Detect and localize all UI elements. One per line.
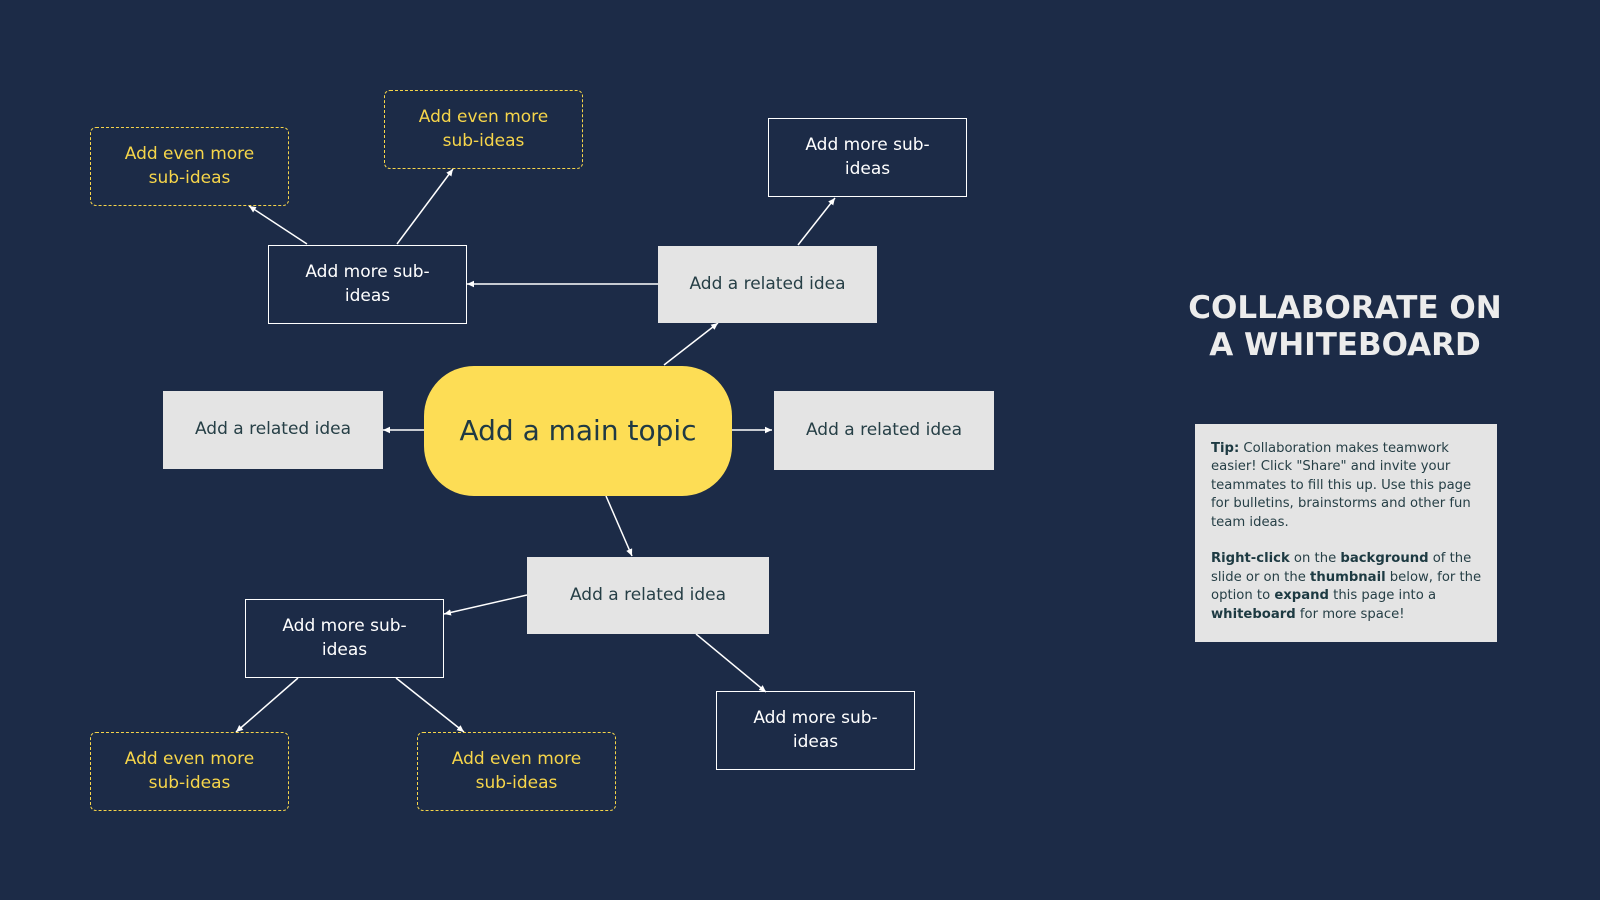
related-idea-bottom-node[interactable]: Add a related idea bbox=[527, 557, 769, 634]
tip-text-segment: of the slide or on the bbox=[1211, 551, 1472, 585]
page-title-line-2: A WHITEBOARD bbox=[1209, 326, 1481, 363]
sub-idea-bottom-right-label: Add more sub-ideas bbox=[753, 708, 878, 752]
connector-sub-bottom-left-to-even-c bbox=[235, 677, 299, 733]
even-more-sub-idea-node[interactable]: Add even more sub-ideas bbox=[417, 732, 616, 811]
tip-text-segment: below, for the option to bbox=[1211, 569, 1482, 604]
related-idea-right-label: Add a related idea bbox=[805, 419, 963, 440]
connector-related-bottom-to-sub-bottom-right bbox=[695, 633, 767, 693]
related-idea-top-label: Add a related idea bbox=[689, 273, 846, 294]
related-idea-left-node[interactable]: Add a related idea bbox=[163, 391, 383, 469]
tip-text-segment: Collaboration makes teamwork easier! Cli… bbox=[1211, 441, 1472, 530]
even-more-sub-idea-node[interactable]: Add even more sub-ideas bbox=[90, 732, 289, 811]
tip-text-segment: thumbnail bbox=[1310, 569, 1386, 585]
tip-paragraph-1: Tip: Collaboration makes teamwork easier… bbox=[1211, 440, 1483, 532]
related-idea-top-node[interactable]: Add a related idea bbox=[658, 246, 877, 323]
connector-sub-top-left-to-even-b bbox=[396, 168, 454, 245]
related-idea-right-node[interactable]: Add a related idea bbox=[774, 391, 994, 470]
even-more-sub-idea-label: Add even more sub-ideas bbox=[124, 749, 255, 793]
page-title-line-1: COLLABORATE ON bbox=[1188, 290, 1502, 326]
sub-idea-bottom-left-node[interactable]: Add more sub-ideas bbox=[245, 599, 444, 678]
sub-idea-top-left-label: Add more sub-ideas bbox=[305, 262, 430, 306]
sub-idea-bottom-right-node[interactable]: Add more sub-ideas bbox=[716, 691, 915, 770]
connector-sub-top-left-to-even-a bbox=[248, 205, 308, 245]
tip-text-segment: Right-click bbox=[1211, 551, 1290, 567]
connector-sub-bottom-left-to-even-d bbox=[395, 677, 465, 733]
tip-paragraph-2: Right-click on the background of the sli… bbox=[1211, 550, 1483, 624]
tip-text-segment: for more space! bbox=[1295, 606, 1405, 622]
tip-text-segment: background bbox=[1340, 551, 1429, 567]
even-more-sub-idea-node[interactable]: Add even more sub-ideas bbox=[90, 127, 289, 206]
sub-idea-bottom-left-label: Add more sub-ideas bbox=[282, 616, 407, 660]
even-more-sub-idea-label: Add even more sub-ideas bbox=[418, 107, 549, 151]
connector-related-top-to-sub-top-right bbox=[797, 197, 836, 246]
even-more-sub-idea-label: Add even more sub-ideas bbox=[451, 749, 582, 793]
tip-text-segment: on the bbox=[1289, 551, 1341, 567]
tip-text-segment: expand bbox=[1274, 588, 1329, 604]
main-topic-label: Add a main topic bbox=[459, 413, 697, 447]
sub-idea-top-right-label: Add more sub-ideas bbox=[805, 135, 930, 179]
related-idea-bottom-label: Add a related idea bbox=[569, 584, 727, 605]
related-idea-left-label: Add a related idea bbox=[194, 419, 352, 440]
tip-text-segment: Tip: bbox=[1211, 441, 1240, 456]
tip-card: Tip: Collaboration makes teamwork easier… bbox=[1195, 424, 1497, 642]
connector-related-bottom-to-sub-bottom-left bbox=[443, 594, 528, 616]
page-title: COLLABORATE ON A WHITEBOARD bbox=[1160, 290, 1530, 363]
tip-text-segment: whiteboard bbox=[1211, 606, 1296, 622]
connector-main-to-related-top bbox=[663, 322, 719, 366]
tip-text-segment: this page into a bbox=[1328, 588, 1437, 604]
sub-idea-top-left-node[interactable]: Add more sub-ideas bbox=[268, 245, 467, 324]
main-topic-node[interactable]: Add a main topic bbox=[424, 366, 732, 496]
even-more-sub-idea-node[interactable]: Add even more sub-ideas bbox=[384, 90, 583, 169]
even-more-sub-idea-label: Add even more sub-ideas bbox=[124, 144, 255, 188]
sub-idea-top-right-node[interactable]: Add more sub-ideas bbox=[768, 118, 967, 197]
connector-main-to-related-bottom bbox=[605, 495, 633, 557]
